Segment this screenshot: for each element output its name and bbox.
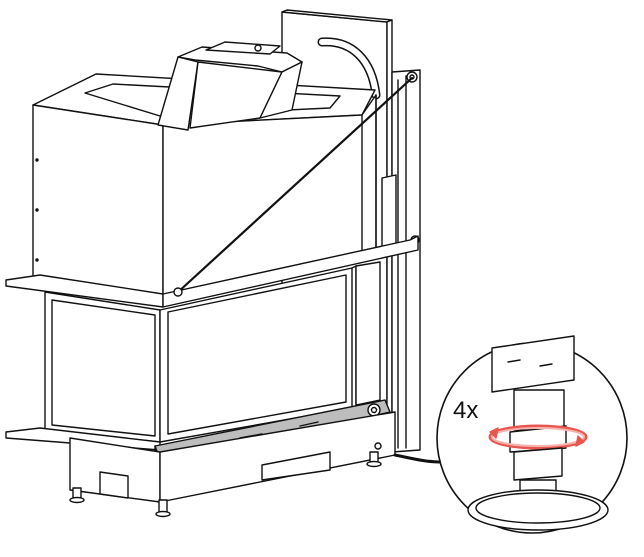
tension-rod	[175, 76, 414, 295]
middle-flange	[5, 235, 419, 308]
detail-magnifier	[436, 335, 628, 534]
support-column	[381, 69, 421, 453]
base-frame	[69, 411, 442, 518]
flue-collar	[157, 41, 303, 131]
multiplier-label: 4x	[453, 397, 478, 424]
firebox	[44, 261, 381, 443]
